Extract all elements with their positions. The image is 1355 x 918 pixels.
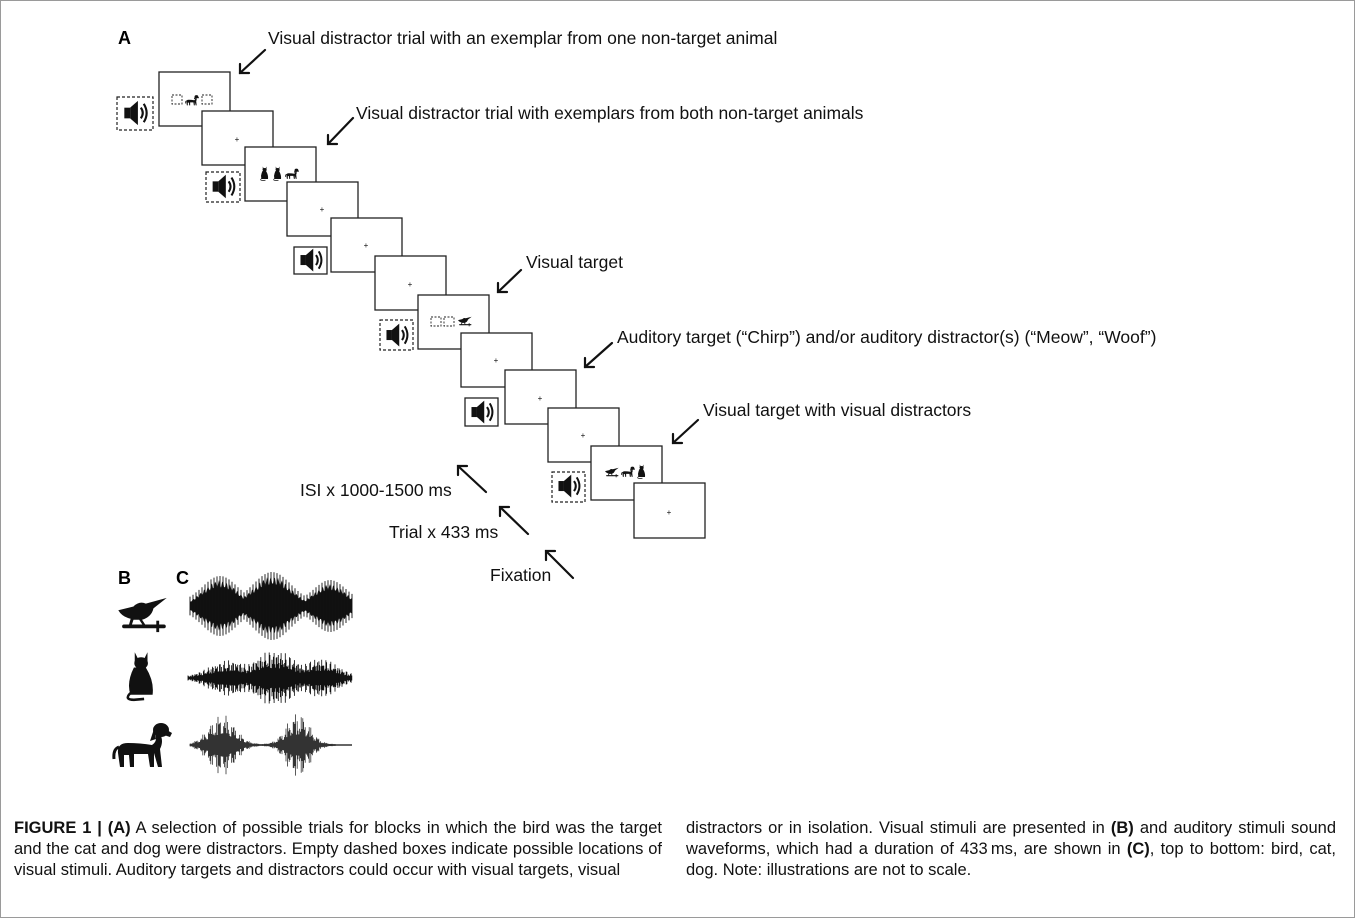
label-one-nontarget: Visual distractor trial with an exemplar… bbox=[268, 28, 777, 48]
label-both-nontargets: Visual distractor trial with exemplars f… bbox=[356, 103, 864, 123]
fixation-cross-icon: + + + + + + + + bbox=[235, 135, 672, 517]
speaker-icon bbox=[379, 319, 414, 351]
stimulus-one-nontarget bbox=[171, 94, 213, 106]
panel-a-ref: (A) bbox=[107, 819, 131, 837]
caption-text: A selection of possible trials for block… bbox=[14, 819, 662, 879]
caption-text: and auditory stimuli sound waveforms, wh… bbox=[686, 819, 1337, 858]
svg-text:+: + bbox=[581, 431, 586, 440]
caption-text: , top to bottom: bird, cat, dog. Note: i… bbox=[686, 840, 1336, 879]
figure-diagram: A B C + + + + + + + + bbox=[112, 28, 1156, 776]
bird-silhouette bbox=[118, 597, 167, 633]
svg-text:+: + bbox=[667, 508, 672, 517]
label-isi: ISI x 1000-1500 ms bbox=[300, 480, 452, 500]
panel-label-b: B bbox=[118, 568, 131, 588]
arrow-isi bbox=[456, 464, 488, 494]
arrow-both-nontargets bbox=[326, 116, 355, 146]
svg-text:+: + bbox=[235, 135, 240, 144]
label-trial: Trial x 433 ms bbox=[389, 522, 498, 542]
speaker-icon bbox=[551, 471, 586, 503]
svg-text:+: + bbox=[538, 394, 543, 403]
arrow-visual-target bbox=[496, 268, 523, 294]
figure-caption-left: FIGURE 1 | (A) A selection of possible t… bbox=[14, 818, 662, 881]
cat-silhouette bbox=[126, 650, 155, 702]
panel-label-a: A bbox=[118, 28, 131, 48]
panel-label-c: C bbox=[176, 568, 189, 588]
waveform-dog bbox=[189, 714, 352, 776]
svg-text:+: + bbox=[494, 356, 499, 365]
panel-c-ref: (C) bbox=[1126, 840, 1150, 858]
waveform-bird bbox=[189, 572, 353, 640]
dog-silhouette bbox=[112, 721, 172, 769]
svg-text:+: + bbox=[364, 241, 369, 250]
arrow-one-nontarget bbox=[238, 48, 267, 75]
screen-6 bbox=[374, 255, 447, 311]
arrow-trial bbox=[498, 505, 530, 536]
speaker-icon bbox=[116, 96, 154, 131]
speaker-icon bbox=[464, 397, 499, 427]
trial-sequence bbox=[158, 71, 706, 539]
label-auditory-target: Auditory target (“Chirp”) and/or auditor… bbox=[617, 327, 1156, 347]
screen-12 bbox=[633, 482, 706, 539]
label-fixation: Fixation bbox=[490, 565, 551, 585]
caption-text: distractors or in isolation. Visual stim… bbox=[686, 819, 1111, 837]
arrow-target-with-distractors bbox=[671, 418, 700, 445]
speaker-icon bbox=[293, 246, 328, 275]
svg-text:+: + bbox=[408, 280, 413, 289]
stimulus-visual-target bbox=[430, 316, 472, 327]
label-visual-target: Visual target bbox=[526, 252, 623, 272]
waveform-cat bbox=[187, 652, 353, 704]
speaker-icon bbox=[205, 171, 241, 203]
svg-text:+: + bbox=[320, 205, 325, 214]
arrow-auditory-target bbox=[583, 341, 614, 369]
figure-label: FIGURE 1 | bbox=[14, 819, 102, 837]
label-target-with-distractors: Visual target with visual distractors bbox=[703, 400, 971, 420]
panel-b-ref: (B) bbox=[1110, 819, 1134, 837]
figure-caption-right: distractors or in isolation. Visual stim… bbox=[686, 818, 1336, 881]
screen-4 bbox=[286, 181, 359, 237]
arrow-fixation bbox=[544, 549, 575, 580]
